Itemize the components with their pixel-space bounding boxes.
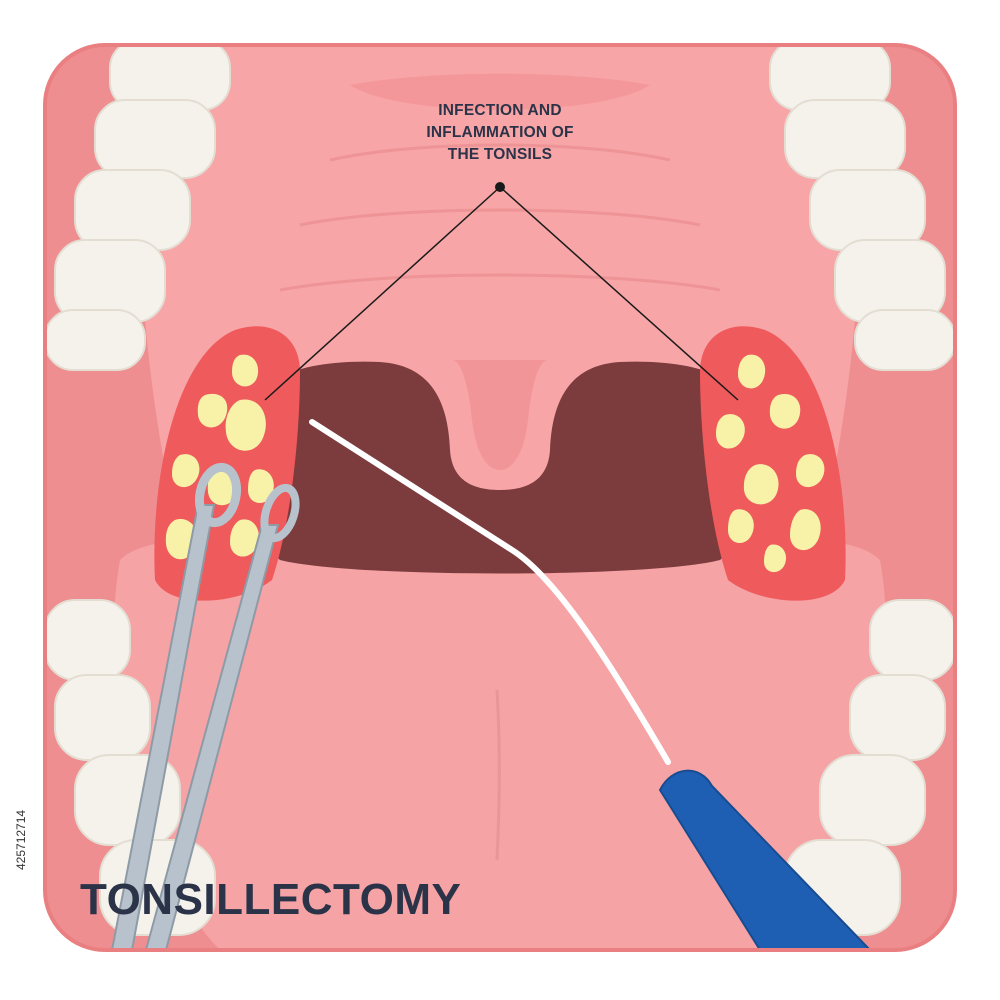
probe-handle bbox=[658, 769, 873, 950]
annotation-line-3: THE TONSILS bbox=[447, 146, 553, 163]
frame-border bbox=[43, 43, 957, 952]
annotation-line-1: INFECTION AND bbox=[438, 102, 562, 119]
annotation-pointer bbox=[264, 182, 739, 401]
annotation-line-2: INFLAMMATION OF bbox=[426, 124, 574, 141]
upper-teeth-right bbox=[769, 45, 955, 371]
upper-teeth-left bbox=[45, 45, 231, 371]
palate-ridge bbox=[350, 73, 650, 110]
uvula bbox=[452, 360, 548, 470]
infection-annotation-label: INFECTION AND INFLAMMATION OF THE TONSIL… bbox=[380, 100, 620, 166]
lower-teeth-right bbox=[784, 599, 955, 936]
page-title: TONSILLECTOMY bbox=[80, 875, 462, 924]
right-tonsil bbox=[700, 326, 846, 601]
surgical-forceps bbox=[110, 462, 300, 950]
annotation-dot bbox=[495, 182, 505, 192]
mouth-frame bbox=[45, 45, 955, 950]
throat-opening bbox=[259, 361, 741, 574]
surgical-probe bbox=[309, 419, 873, 950]
stock-id-label: 425712714 bbox=[14, 809, 28, 871]
